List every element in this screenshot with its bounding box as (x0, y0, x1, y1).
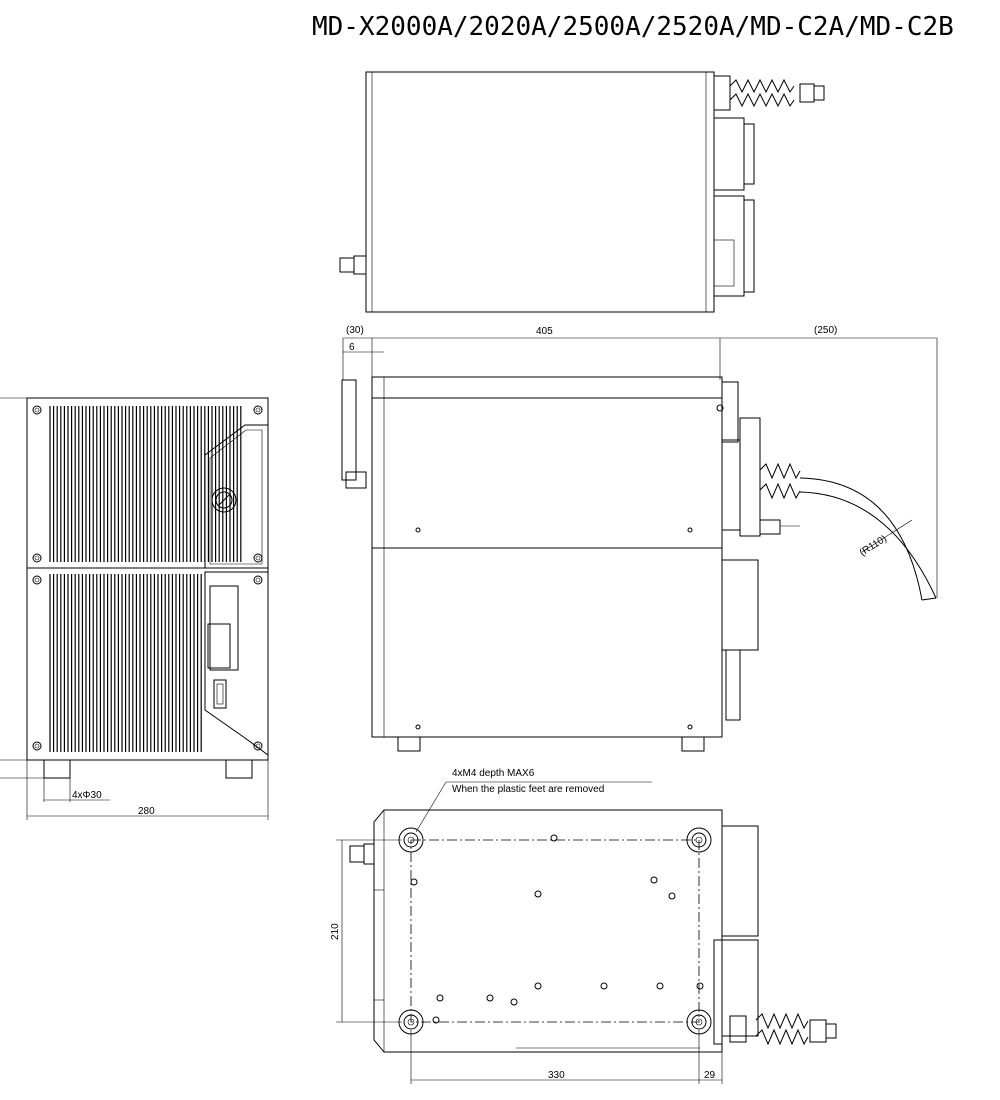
dim-bottom-depth: 210 (330, 923, 341, 940)
dim-side-offset: (30) (346, 325, 364, 336)
note-hole-spec: 4xM4 depth MAX6 (452, 768, 535, 779)
bottom-view (336, 781, 837, 1084)
dim-foot-diameter: 4xΦ30 (72, 790, 102, 801)
side-view (341, 337, 938, 752)
vents-upper (49, 406, 242, 562)
dim-handle-offset: 6 (349, 342, 355, 353)
dim-front-width: 280 (138, 806, 155, 817)
dim-bottom-length: 330 (548, 1070, 565, 1081)
front-view (0, 397, 269, 820)
dim-cable-length: (250) (814, 325, 837, 336)
dim-side-length: 405 (536, 326, 553, 337)
dim-bend-radius: (R110) (858, 533, 889, 558)
note-hole-condition: When the plastic feet are removed (452, 784, 604, 795)
drawing-title: MD-X2000A/2020A/2500A/2520A/MD-C2A/MD-C2… (312, 12, 954, 42)
top-view (339, 71, 825, 313)
vents-lower (49, 574, 202, 752)
dim-bottom-edge: 29 (704, 1070, 716, 1081)
